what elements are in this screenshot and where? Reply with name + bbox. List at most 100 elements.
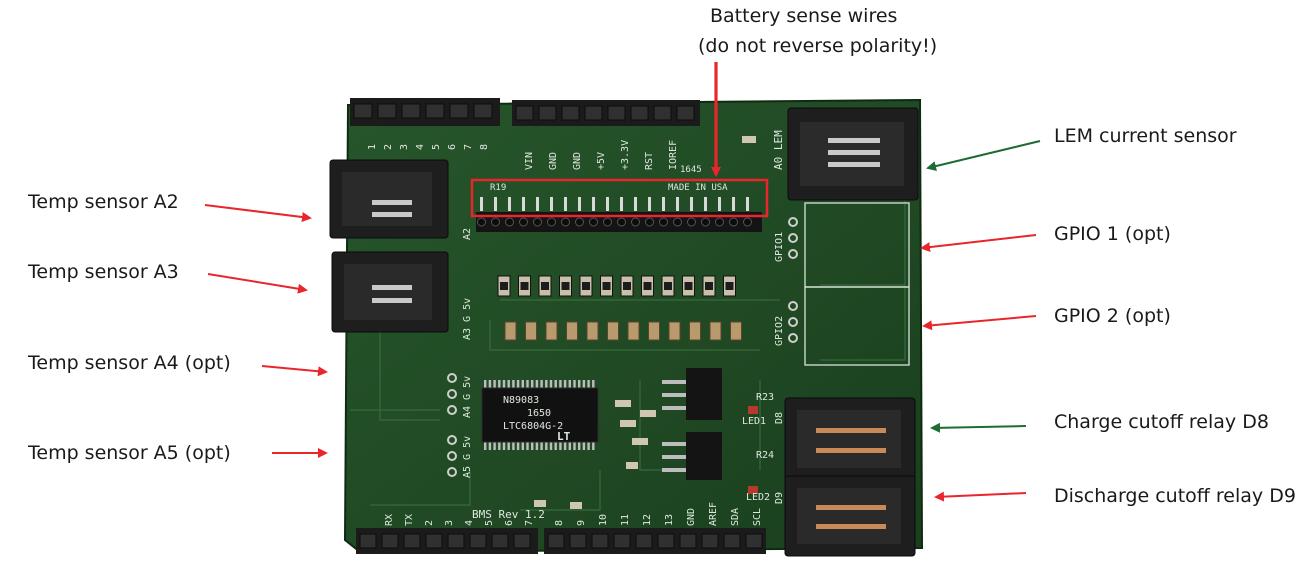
pin-silk-label: 6 (504, 520, 515, 526)
resistor-row (497, 275, 736, 297)
chip-pin (578, 380, 581, 389)
resistor-body (602, 282, 611, 290)
sense-pin-hole (505, 217, 514, 227)
pin-silk-label: 2 (424, 520, 435, 526)
capacitor (627, 321, 640, 341)
sense-pin (606, 197, 609, 211)
sense-pin (718, 197, 721, 211)
header-pin (469, 533, 487, 549)
pin-silk-label: GND (572, 152, 583, 170)
header-pin (377, 103, 397, 119)
chip-pin (526, 441, 529, 450)
chip-pin (516, 380, 520, 389)
header-pin (569, 533, 587, 549)
chip-code-text: 1650 (527, 408, 551, 419)
charge-relay-label: Charge cutoff relay D8 (1054, 411, 1269, 433)
temp-a3-label: Temp sensor A3 (28, 261, 179, 283)
pin-silk-label: 4 (464, 520, 475, 526)
capacitor (504, 321, 517, 341)
chip-pin (587, 441, 590, 450)
header-pin (591, 533, 609, 549)
lem-arrow (926, 140, 1041, 171)
header-pin (449, 103, 469, 119)
pin-silk-label: IOREF (668, 140, 679, 170)
pin-silk-label: RST (644, 152, 655, 170)
chip-pin (531, 441, 534, 450)
chip-lot-text: N89083 (503, 395, 539, 406)
resistor-body (520, 282, 529, 290)
chip-pin (578, 441, 581, 450)
resistor-body (705, 282, 713, 290)
chip-pin (568, 441, 571, 450)
resistor-body (725, 282, 734, 290)
chip-pin (488, 380, 492, 389)
temp-a4-arrow (261, 365, 328, 377)
capacitor (689, 321, 701, 341)
revision-label: BMS Rev 1.2 (472, 508, 545, 521)
sense-pin-hole (561, 217, 570, 227)
header-pin (403, 533, 421, 549)
a5-silk-label: A5 G 5v (462, 436, 473, 478)
chip-pin (540, 441, 543, 450)
header-pin (607, 105, 626, 121)
sense-pin (480, 197, 483, 211)
callout-arrows (204, 62, 1041, 502)
pin-silk-label: 9 (576, 520, 587, 526)
chip-pin (582, 380, 586, 389)
chip-pin (573, 441, 576, 450)
gpio1-arrow (920, 234, 1037, 253)
led1-label: LED1 (742, 416, 766, 427)
resistor-body (643, 282, 652, 290)
header-pin (635, 533, 653, 549)
sense-pin-hole (575, 217, 584, 227)
sense-pin-hole (589, 217, 598, 227)
temp-a2-arrow (204, 204, 312, 222)
sense-pin (536, 197, 539, 211)
chip-pin (587, 380, 590, 389)
chip-pin (554, 441, 557, 450)
capacitor (607, 321, 619, 341)
pin-silk-label: AREF (708, 502, 719, 526)
chip-pin (512, 380, 515, 389)
r23-label: R23 (756, 392, 774, 403)
chip-pin (563, 441, 567, 450)
chip-pin (488, 441, 492, 450)
pin-silk-label: 5 (431, 144, 442, 150)
capacitor (545, 321, 558, 341)
gpio-area (788, 202, 910, 366)
sense-pin-hole (743, 217, 752, 227)
temp-a2-connector (329, 159, 449, 239)
chip-pin (563, 380, 567, 389)
pin-silk-label: 4 (415, 144, 426, 150)
lem-silk-label: A0 LEM (772, 130, 785, 170)
resistor-body (541, 282, 549, 290)
gpio2-silk-label: GPIO2 (774, 316, 785, 346)
header-pin (630, 105, 649, 121)
mfg-text: MADE IN USA (668, 183, 728, 193)
pin-silk-label: 2 (383, 144, 394, 150)
chip-brand-logo: LT (557, 430, 571, 443)
pin-silk-label: +5V (596, 152, 607, 170)
header-pin (425, 533, 443, 549)
chip-pin (549, 380, 553, 389)
capacitor (648, 321, 660, 341)
date-code: 1645 (680, 165, 702, 175)
temp-a4-label: Temp sensor A4 (opt) (28, 352, 231, 374)
capacitor (566, 321, 578, 341)
pin-silk-label: 8 (479, 144, 490, 150)
header-pin (359, 533, 377, 549)
temp-a3-connector (331, 251, 449, 333)
led2-label: LED2 (746, 492, 770, 503)
gpio2-arrow (922, 315, 1037, 331)
a3-silk-label: A3 G 5v (462, 298, 473, 340)
header-pin (491, 533, 509, 549)
sense-pin-hole (603, 217, 612, 227)
lem-connector (787, 107, 919, 201)
top-power-header (512, 100, 700, 126)
temp-a4-a5-pads (447, 373, 457, 477)
sense-pin-hole (491, 217, 500, 227)
header-pin (401, 103, 421, 119)
chip-pin (526, 380, 529, 389)
